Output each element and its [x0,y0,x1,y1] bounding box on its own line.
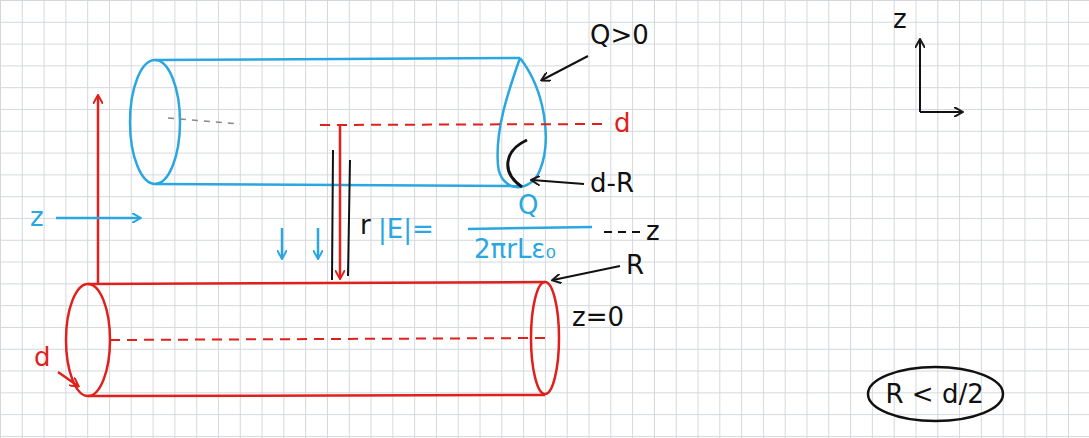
circled-note: R < d/2 [866,365,1005,423]
field-arrow [281,228,284,258]
fraction-bar [468,227,592,229]
note-text: R < d/2 [866,365,1005,409]
distance-label: d [614,108,631,138]
distance-label: d [34,342,51,372]
upper-cylinder [130,58,546,187]
distance-label: d-R [590,168,634,198]
radius-label: R [626,250,644,280]
axis-arrow [920,111,962,113]
variable-label: z [646,216,660,246]
field-line [339,126,342,278]
leader-line [542,56,588,80]
charge-label: Q>0 [590,20,649,50]
axis-label: z [893,4,907,34]
dash-leader [604,231,640,233]
formula-text: |E|= [378,214,434,244]
formula-numerator: Q [518,190,538,220]
origin-label: z=0 [572,302,624,332]
leader-line [553,266,620,280]
r-bracket [332,150,350,280]
variable-label: r [360,210,371,240]
variable-label: z [30,202,44,232]
leader-line [532,180,584,184]
lower-cylinder [66,282,559,396]
formula-denominator: 2πrLε₀ [474,234,556,264]
z-arrow [56,217,140,220]
distance-arrow [97,96,100,284]
field-arrow [317,228,320,258]
axis-arrow [919,40,921,112]
axis-line [320,124,605,125]
leader-line [58,372,78,386]
radius-mark [508,140,527,187]
